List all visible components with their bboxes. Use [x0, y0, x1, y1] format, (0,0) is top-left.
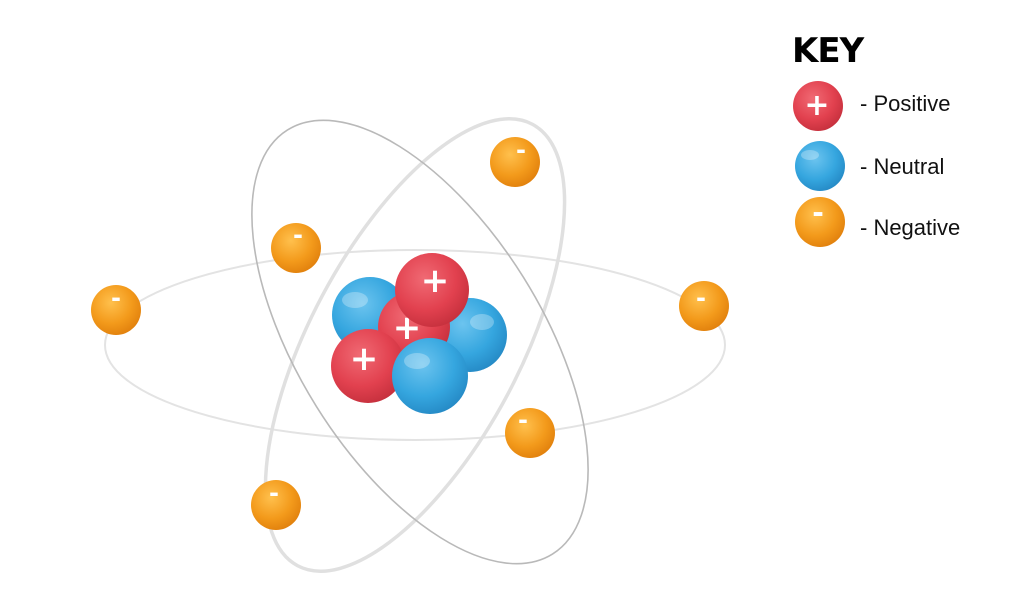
electron-symbol: - — [696, 284, 706, 312]
electron-particle: - — [251, 479, 301, 530]
key-item-label: - Positive — [860, 91, 950, 116]
electron-particle: - — [505, 406, 555, 458]
neutron-particle — [392, 338, 468, 414]
electron-symbol: - — [293, 221, 303, 249]
orbit-horizontal — [104, 249, 726, 441]
proton-swatch-icon — [793, 81, 843, 131]
electron-symbol: - — [111, 284, 121, 312]
electron-symbol: - — [516, 136, 526, 164]
proton-particle: + — [331, 329, 405, 403]
orbit-tilted-right — [263, 117, 567, 573]
electron-particle: - — [490, 136, 540, 187]
electron-symbol: - — [518, 406, 528, 434]
nucleus: + + + — [331, 253, 507, 414]
key-item-positive: + - Positive — [793, 81, 950, 131]
orbits — [104, 117, 726, 573]
neutron-swatch-icon — [795, 141, 845, 191]
orbit-tilted-left — [251, 119, 589, 565]
key-item-label: - Negative — [860, 215, 960, 240]
electron-particle: - — [271, 221, 321, 273]
electron-swatch-icon — [795, 197, 845, 247]
key-title: KEY — [792, 31, 865, 71]
proton-symbol: + — [350, 339, 379, 379]
key-item-negative: - - Negative — [795, 196, 960, 247]
proton-symbol: + — [421, 261, 450, 301]
key-item-symbol: - — [812, 196, 824, 229]
electron-particle: - — [679, 281, 729, 331]
key-legend: KEY + - Positive - Neutral - - Negative — [792, 31, 960, 247]
electron-symbol: - — [269, 479, 279, 507]
electron-particle: - — [91, 284, 141, 335]
key-item-neutral: - Neutral — [795, 141, 944, 191]
key-item-label: - Neutral — [860, 154, 944, 179]
key-item-symbol: + — [804, 88, 829, 123]
proton-particle: + — [395, 253, 469, 327]
electrons: - - - - - - — [91, 136, 729, 530]
